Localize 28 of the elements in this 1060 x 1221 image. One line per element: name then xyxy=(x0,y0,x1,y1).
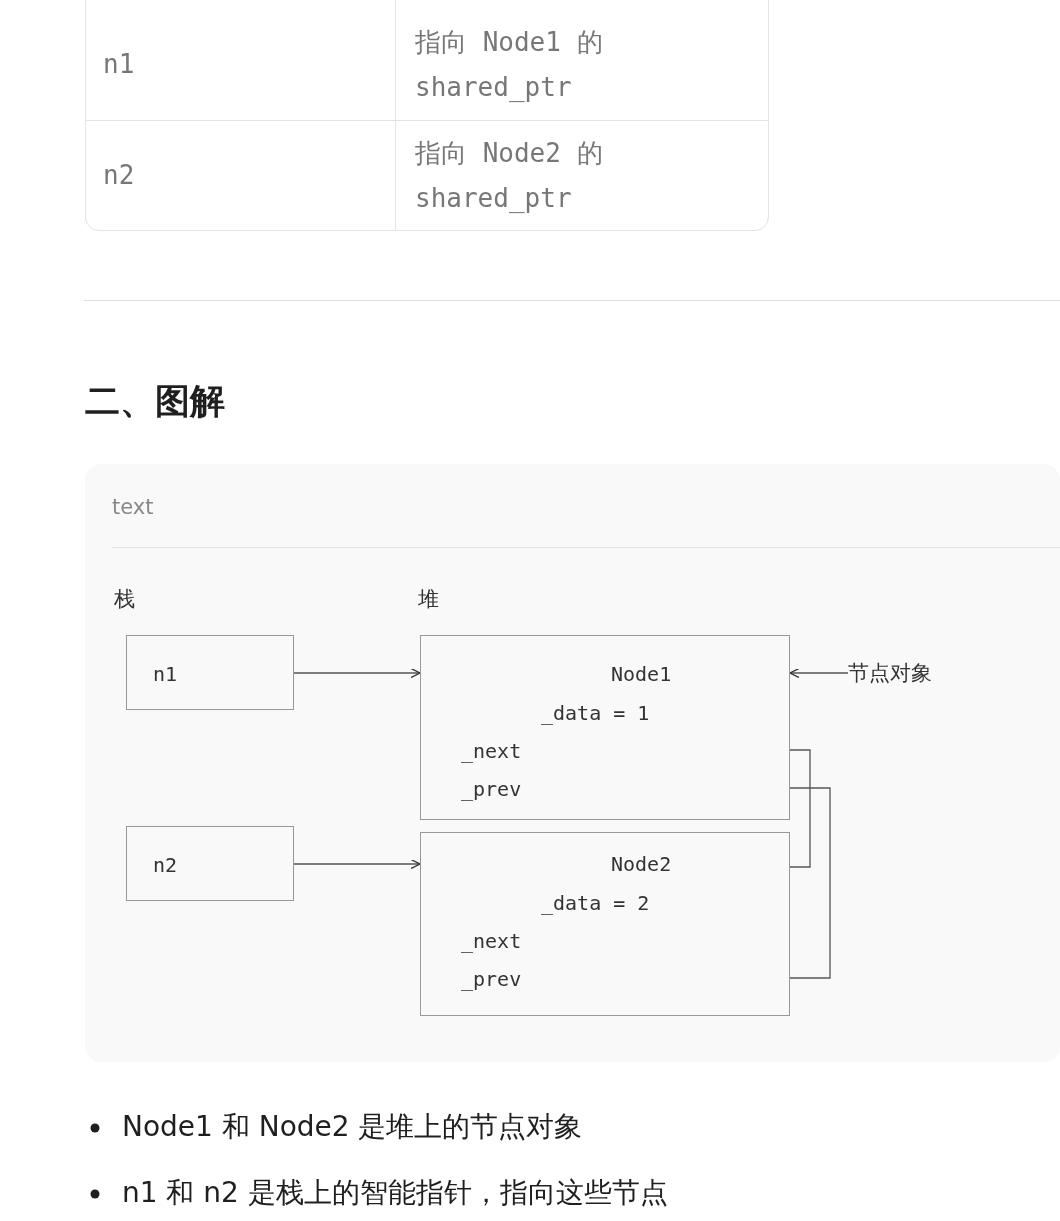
table-cell-text: 指向 Node2 的 shared_ptr xyxy=(415,137,604,215)
pointer-box xyxy=(126,635,294,710)
pointer-box xyxy=(420,832,790,1016)
node-object-box xyxy=(420,635,790,820)
arrow xyxy=(789,667,849,679)
field-name: _data = 1 xyxy=(541,701,650,725)
table-cell-text: 指向 Node1 的 shared_ptr xyxy=(415,26,604,104)
field-name: _next xyxy=(461,929,522,953)
annotation-text xyxy=(126,826,294,901)
arrow xyxy=(293,667,421,679)
field-name: _prev xyxy=(461,967,522,991)
field-name: _data = 2 xyxy=(541,891,650,915)
table-cell-text: n2 xyxy=(103,159,136,192)
node-name: n1 xyxy=(153,662,178,686)
arrow xyxy=(293,858,421,870)
column-heading: 栈 xyxy=(114,586,135,613)
bullet-text: Node1 和 Node2 是堆上的节点对象 xyxy=(122,1109,583,1145)
node-name: Node2 xyxy=(611,852,672,876)
field-name: _next xyxy=(461,739,522,763)
code-language-label: text xyxy=(112,495,154,519)
section-title: 二、图解 xyxy=(85,380,225,423)
annotation-text: 节点对象 xyxy=(848,659,958,687)
table-cell-text: n1 xyxy=(103,48,136,81)
node-name: n2 xyxy=(153,853,178,877)
column-heading: 堆 xyxy=(418,586,439,613)
node-name: Node1 xyxy=(611,662,672,686)
field-name: _prev xyxy=(461,777,522,801)
bullet-text: n1 和 n2 是栈上的智能指针，指向这些节点 xyxy=(122,1175,668,1211)
